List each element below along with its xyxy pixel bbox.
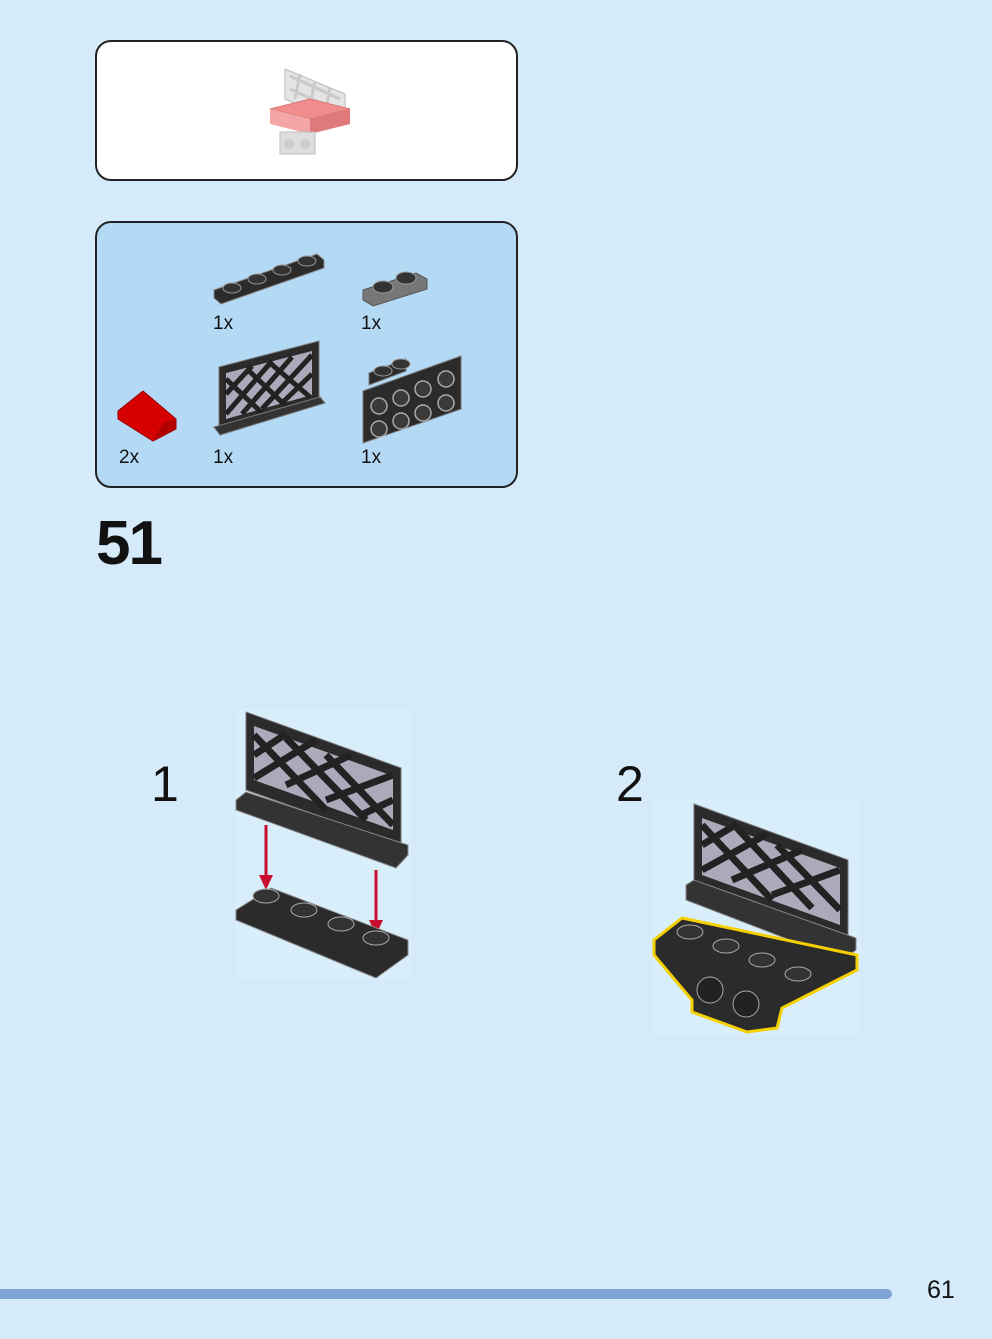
part-qty: 1x <box>213 313 234 334</box>
part-plate-1x4-image <box>213 253 325 305</box>
substep-label: 2 <box>616 756 644 812</box>
substep-label: 1 <box>151 756 179 812</box>
part-qty: 1x <box>361 447 382 468</box>
substep-2-image <box>652 800 860 1035</box>
part-bracket-image <box>362 355 462 444</box>
step-number: 51 <box>96 509 163 578</box>
part-qty: 1x <box>361 313 382 334</box>
part-fence-image <box>213 340 326 436</box>
faded-model-image <box>269 68 351 155</box>
parts-list-box: 1x 1x 2x 1x 1x <box>95 221 518 488</box>
progress-bar <box>0 1289 892 1299</box>
previous-build-preview <box>95 40 518 181</box>
part-qty: 1x <box>213 447 234 468</box>
part-qty: 2x <box>119 447 140 468</box>
substep-1-image <box>235 710 411 980</box>
part-plate-1x2-image <box>362 271 428 307</box>
part-slope-red-image <box>117 390 177 442</box>
page-number: 61 <box>927 1276 955 1304</box>
